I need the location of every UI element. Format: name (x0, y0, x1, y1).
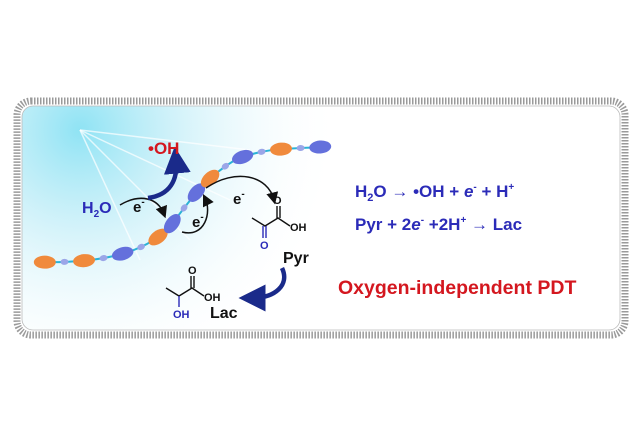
orange-bead (33, 255, 56, 269)
water-label: H2O (82, 200, 112, 220)
blue-bead (187, 183, 206, 202)
orange-bead (73, 254, 96, 268)
polymer-beads (33, 140, 332, 269)
pyruvate-keto-o: O (260, 240, 269, 252)
blue-bead (163, 213, 181, 234)
water-to-polymer-arrow (119, 197, 167, 219)
headline: Oxygen-independent PDT (338, 277, 576, 299)
pyruvate-oh: OH (290, 222, 307, 234)
equation-pyruvate-reduction: Pyr + 2e- +2H+ → Lac (355, 215, 522, 234)
radical-label: •OH (148, 139, 179, 158)
linker-bead (180, 204, 188, 212)
pyr-to-lac-arrow (238, 267, 287, 312)
orange-bead (270, 142, 292, 156)
electron-label-1: e- (133, 197, 145, 216)
pyruvate-label: Pyr (283, 250, 309, 267)
intra-chain-electron-arrow (181, 193, 214, 234)
linker-bead (296, 145, 305, 152)
linker-bead (221, 162, 230, 170)
lactate-structure (165, 276, 205, 307)
electron-label-3: e- (233, 189, 245, 208)
orange-bead (148, 228, 168, 246)
linker-bead (137, 243, 145, 251)
blue-bead (111, 246, 134, 261)
linker-bead (99, 255, 108, 262)
lactate-label: Lac (210, 305, 238, 322)
blue-bead (309, 140, 332, 154)
pyruvate-structure (251, 206, 291, 238)
radical-formation-arrow (147, 146, 191, 201)
lactate-hydroxyl-oh: OH (173, 309, 190, 321)
equation-water-oxidation: H2O → •OH + e- + H+ (355, 182, 514, 204)
linker-bead (257, 148, 266, 155)
lactate-carbonyl-o: O (188, 265, 197, 277)
pyruvate-carbonyl-o: O (273, 195, 282, 207)
linker-bead (60, 258, 69, 265)
electron-label-2: e- (192, 212, 204, 231)
polymer-to-pyr-arrow (205, 175, 279, 205)
lactate-acid-oh: OH (204, 292, 221, 304)
blue-bead (232, 149, 254, 165)
